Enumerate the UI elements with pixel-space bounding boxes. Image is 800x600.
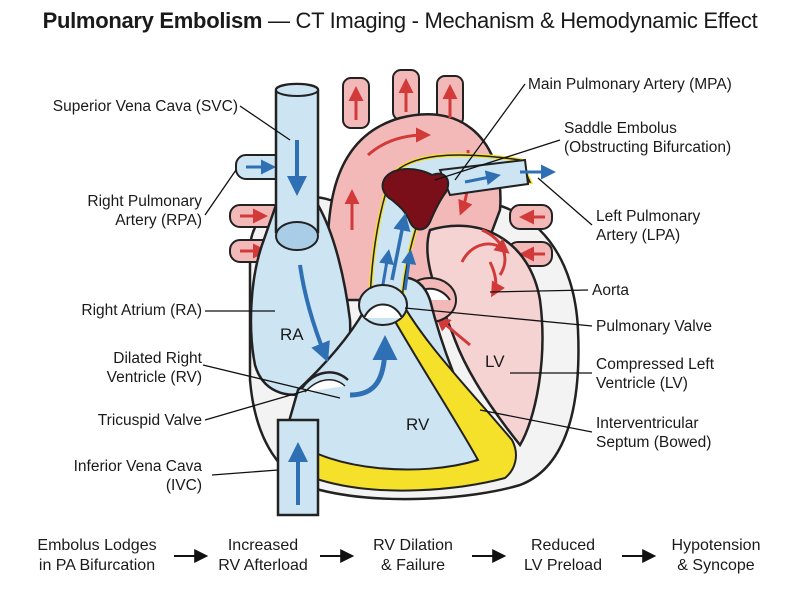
ra-inner-label: RA [280,325,304,344]
lpa-flow-arrows [464,164,556,186]
title-subtitle: — CT Imaging - Mechanism & Hemodynamic E… [262,8,758,33]
flow-arrow-icon [472,549,507,563]
flow-step-3: RV Dilation& Failure [373,537,453,574]
diagram-title: Pulmonary Embolism — CT Imaging - Mechan… [0,8,800,34]
flow-arrow-icon [174,549,209,563]
superior-vena-cava [274,82,320,251]
label-tricuspid-valve: Tricuspid Valve [97,412,202,429]
label-svc: Superior Vena Cava (SVC) [52,98,238,115]
flow-arrow-icon [622,549,657,563]
flow-step-5: Hypotension& Syncope [671,537,761,574]
flow-arrow-icon [320,549,355,563]
rv-inner-label: RV [406,415,430,434]
right-heart-flow [298,264,398,398]
label-right-atrium: Right Atrium (RA) [81,302,202,319]
left-atrium-flow [435,228,510,347]
inferior-vena-cava [276,418,320,517]
lv-inner-label: LV [485,352,505,371]
left-pulmonary-veins [507,204,553,267]
label-pulmonary-valve: Pulmonary Valve [596,318,713,335]
leader-lines [202,83,593,476]
title-main: Pulmonary Embolism [42,8,263,33]
saddle-embolus [381,168,450,231]
label-ivc: Inferior Vena Cava(IVC) [73,458,202,494]
pulmonary-valve [358,284,408,326]
label-aorta: Aorta [592,282,630,299]
tricuspid-valve [300,371,349,393]
label-mpa: Main Pulmonary Artery (MPA) [528,76,732,93]
label-saddle-embolus: Saddle Embolus(Obstructing Bifurcation) [564,120,732,156]
